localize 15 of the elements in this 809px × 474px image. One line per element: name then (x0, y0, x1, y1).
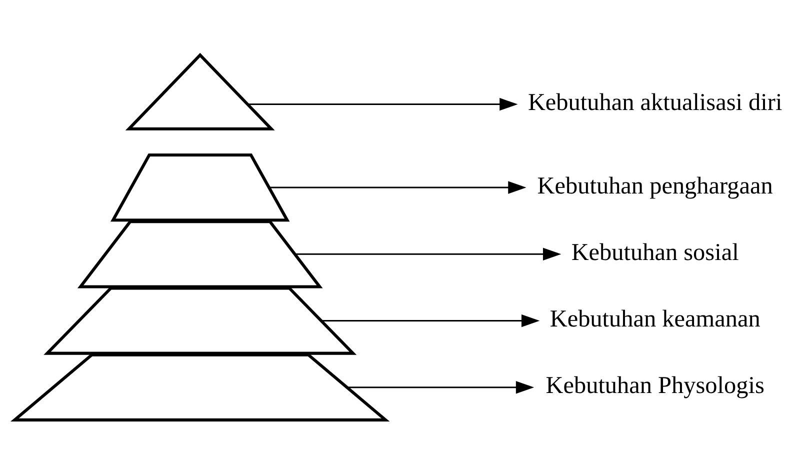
node-trapezium (77, 220, 323, 288)
node-text: Kebutuhan keamanan (550, 305, 760, 332)
arrow (347, 380, 534, 394)
node-trapezium (10, 352, 390, 421)
node-trapezium (44, 286, 357, 354)
arrow (248, 97, 518, 110)
node-text: Kebutuhan Physologis (546, 372, 764, 399)
arrow (295, 247, 562, 260)
node-text: Kebutuhan sosial (571, 238, 739, 266)
node-trapezium (110, 152, 290, 222)
arrow (322, 314, 540, 327)
arrow (269, 180, 526, 194)
node-triangle (125, 52, 275, 130)
node-text: Kebutuhan aktualisasi diri (528, 88, 782, 116)
node-text: Kebutuhan penghargaan (537, 172, 773, 199)
